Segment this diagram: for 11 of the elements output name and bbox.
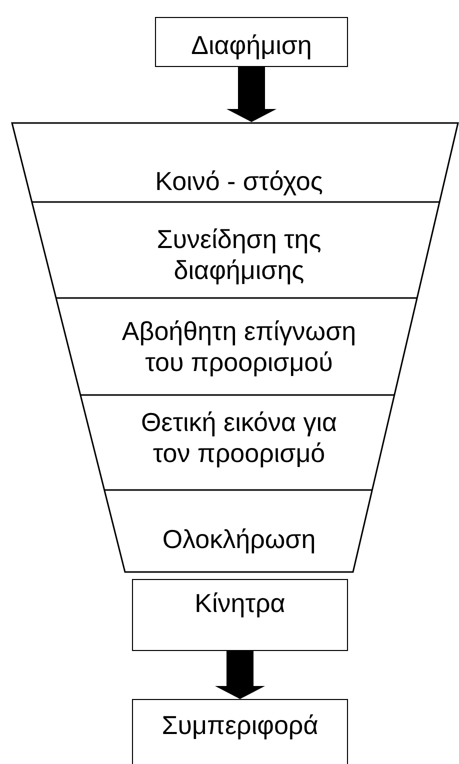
node-label: Αβοήθητη επίγνωση του προορισμού <box>120 316 358 378</box>
node-label: Ολοκλήρωση <box>161 524 317 555</box>
process-box <box>155 17 348 67</box>
process-box <box>132 579 348 651</box>
node-label: Θετική εικόνα για τον προορισμό <box>140 407 338 469</box>
node-label: Κίνητρα <box>194 588 286 619</box>
node-label: Κοινό - στόχος <box>154 166 324 197</box>
node-label: Συμπεριφορά <box>160 710 320 741</box>
node-label: Συνείδηση της διαφήμισης <box>156 224 322 286</box>
process-box <box>132 699 348 764</box>
node-label: Διαφήμιση <box>190 30 313 61</box>
